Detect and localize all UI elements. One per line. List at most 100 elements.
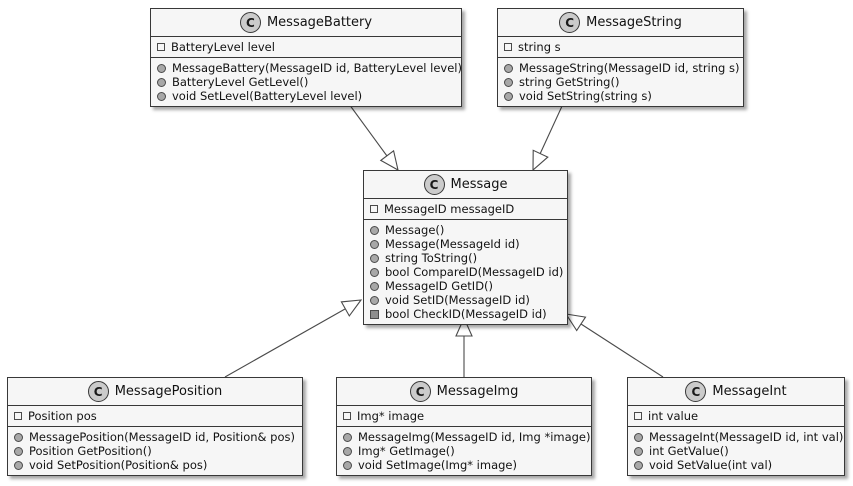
- field-text: Position pos: [28, 409, 97, 423]
- method-text: MessageBattery(MessageID id, BatteryLeve…: [172, 61, 462, 75]
- method-text: void SetLevel(BatteryLevel level): [172, 89, 363, 103]
- class-stereotype-icon: C: [559, 12, 581, 33]
- public-method-icon: [634, 460, 643, 470]
- method-row: int GetValue(): [634, 444, 838, 458]
- public-method-icon: [370, 225, 379, 235]
- method-row: MessageInt(MessageID id, int val): [634, 430, 843, 444]
- methods-compartment: MessageInt(MessageID id, int val) int Ge…: [628, 427, 844, 475]
- class-name: MessageBattery: [266, 15, 373, 30]
- method-row: string ToString(): [370, 251, 561, 265]
- method-text: MessagePosition(MessageID id, Position& …: [29, 430, 295, 444]
- fields-compartment: Position pos: [8, 406, 302, 427]
- method-row: MessageString(MessageID id, string s): [504, 61, 740, 75]
- method-text: void SetPosition(Position& pos): [29, 458, 208, 472]
- class-header: C MessagePosition: [8, 378, 302, 406]
- public-method-icon: [504, 91, 513, 101]
- class-header: C MessageString: [498, 9, 743, 37]
- field-text: string s: [518, 40, 561, 54]
- private-field-icon: [343, 412, 351, 420]
- private-field-icon: [370, 205, 378, 213]
- field-row: Img* image: [343, 409, 585, 423]
- method-text: void SetID(MessageID id): [385, 293, 530, 307]
- inheritance-arrow-messageposition-to-message: [224, 299, 363, 378]
- method-text: bool CheckID(MessageID id): [385, 307, 547, 321]
- methods-compartment: MessageBattery(MessageID id, BatteryLeve…: [151, 58, 462, 106]
- public-method-icon: [370, 295, 379, 305]
- method-row: string GetString(): [504, 75, 737, 89]
- class-stereotype-icon: C: [423, 174, 445, 195]
- field-row: string s: [504, 40, 737, 54]
- public-method-icon: [343, 432, 352, 442]
- fields-compartment: string s: [498, 37, 743, 58]
- public-method-icon: [14, 460, 23, 470]
- public-method-icon: [504, 77, 513, 87]
- method-row: Message(MessageId id): [370, 237, 561, 251]
- inheritance-arrow-messageint-to-message: [564, 313, 664, 378]
- class-name: MessageInt: [712, 384, 787, 399]
- field-row: BatteryLevel level: [157, 40, 455, 54]
- method-text: Img* GetImage(): [358, 444, 455, 458]
- fields-compartment: Img* image: [337, 406, 591, 427]
- public-method-icon: [157, 63, 166, 73]
- class-name: Message: [450, 177, 508, 192]
- method-row: void SetString(string s): [504, 89, 737, 103]
- field-row: MessageID messageID: [370, 202, 561, 216]
- public-method-icon: [370, 253, 379, 263]
- method-text: int GetValue(): [649, 444, 729, 458]
- inheritance-arrow-messagestring-to-message: [532, 103, 564, 172]
- field-text: int value: [648, 409, 699, 423]
- class-header: C MessageInt: [628, 378, 844, 406]
- method-row: bool CompareID(MessageID id): [370, 265, 564, 279]
- method-row: MessageID GetID(): [370, 279, 561, 293]
- method-row: void SetID(MessageID id): [370, 293, 561, 307]
- class-messagestring: C MessageString string s MessageString(M…: [497, 8, 744, 107]
- methods-compartment: Message() Message(MessageId id) string T…: [364, 220, 567, 324]
- method-text: Position GetPosition(): [29, 444, 152, 458]
- class-name: MessagePosition: [114, 384, 223, 399]
- class-stereotype-icon: C: [685, 381, 707, 402]
- method-text: MessageString(MessageID id, string s): [519, 61, 740, 75]
- method-text: void SetValue(int val): [649, 458, 773, 472]
- method-text: bool CompareID(MessageID id): [385, 265, 564, 279]
- method-row: MessageBattery(MessageID id, BatteryLeve…: [157, 61, 462, 75]
- public-method-icon: [343, 460, 352, 470]
- method-text: Message(MessageId id): [385, 237, 520, 251]
- method-text: string GetString(): [519, 75, 620, 89]
- class-messageposition: C MessagePosition Position pos MessagePo…: [7, 377, 303, 476]
- method-text: MessageInt(MessageID id, int val): [649, 430, 844, 444]
- private-field-icon: [504, 43, 512, 51]
- private-method-icon: [370, 309, 379, 319]
- method-text: MessageID GetID(): [385, 279, 494, 293]
- field-row: int value: [634, 409, 838, 423]
- method-row: void SetValue(int val): [634, 458, 838, 472]
- fields-compartment: int value: [628, 406, 844, 427]
- methods-compartment: MessageImg(MessageID id, Img *image) Img…: [337, 427, 591, 475]
- public-method-icon: [504, 63, 513, 73]
- methods-compartment: MessagePosition(MessageID id, Position& …: [8, 427, 302, 475]
- field-text: MessageID messageID: [384, 202, 515, 216]
- method-text: BatteryLevel GetLevel(): [172, 75, 309, 89]
- public-method-icon: [157, 91, 166, 101]
- class-stereotype-icon: C: [409, 381, 431, 402]
- class-messagebattery: C MessageBattery BatteryLevel level Mess…: [150, 8, 462, 107]
- class-header: C Message: [364, 171, 567, 199]
- class-header: C MessageImg: [337, 378, 591, 406]
- class-name: MessageString: [586, 15, 682, 30]
- field-text: Img* image: [357, 409, 425, 423]
- method-text: void SetString(string s): [519, 89, 652, 103]
- method-text: Message(): [385, 223, 445, 237]
- method-row: bool CheckID(MessageID id): [370, 307, 561, 321]
- inheritance-arrow-messageimg-to-message: [455, 316, 473, 377]
- method-row: void SetImage(Img* image): [343, 458, 585, 472]
- private-field-icon: [634, 412, 642, 420]
- method-row: Position GetPosition(): [14, 444, 296, 458]
- method-row: MessageImg(MessageID id, Img *image): [343, 430, 591, 444]
- methods-compartment: MessageString(MessageID id, string s) st…: [498, 58, 743, 106]
- class-stereotype-icon: C: [87, 381, 109, 402]
- public-method-icon: [343, 446, 352, 456]
- field-text: BatteryLevel level: [171, 40, 275, 54]
- public-method-icon: [634, 446, 643, 456]
- fields-compartment: BatteryLevel level: [151, 37, 461, 58]
